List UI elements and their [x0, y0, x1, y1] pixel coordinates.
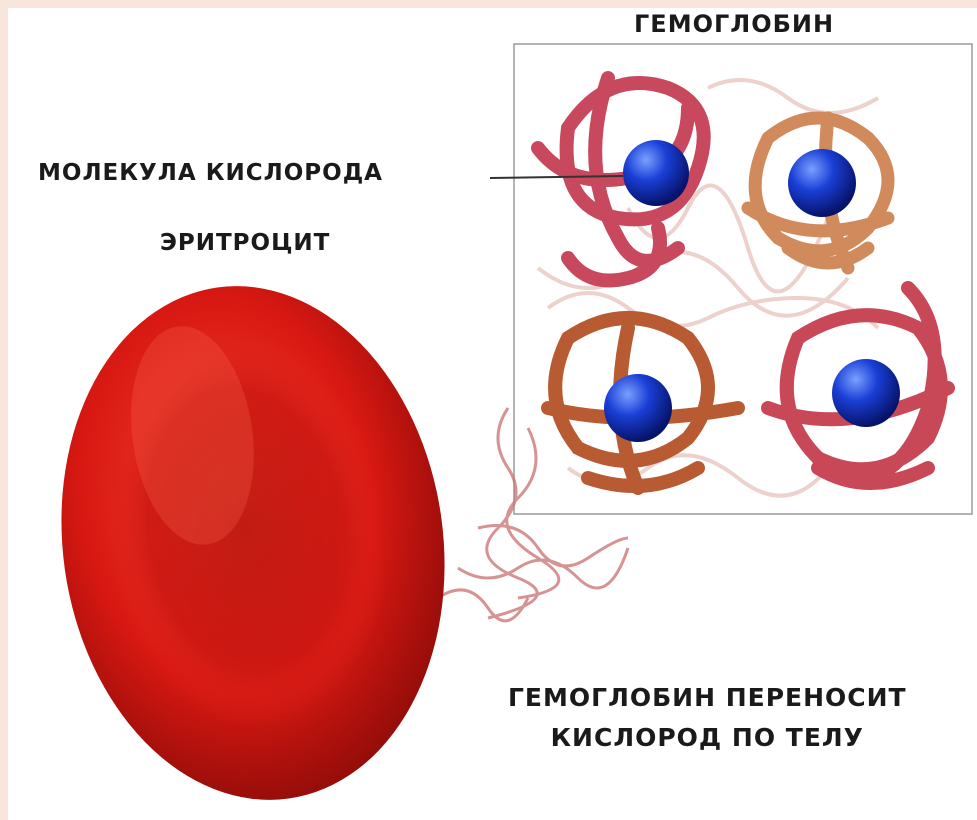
caption-line-2: КИСЛОРОД ПО ТЕЛУ — [508, 718, 907, 758]
oxygen-molecule — [623, 140, 689, 206]
oxygen-molecule — [832, 359, 900, 427]
erythrocyte-label: ЭРИТРОЦИТ — [160, 230, 330, 256]
erythrocyte — [29, 261, 477, 820]
hemoglobin-label: ГЕМОГЛОБИН — [634, 10, 834, 38]
oxygen-molecule-label: МОЛЕКУЛА КИСЛОРОДА — [38, 160, 383, 186]
caption: ГЕМОГЛОБИН ПЕРЕНОСИТ КИСЛОРОД ПО ТЕЛУ — [508, 678, 907, 758]
caption-line-1: ГЕМОГЛОБИН ПЕРЕНОСИТ — [508, 678, 907, 718]
oxygen-molecule — [788, 149, 856, 217]
diagram-canvas: ГЕМОГЛОБИН МОЛЕКУЛА КИСЛОРОДА ЭРИТРОЦИТ … — [8, 8, 977, 820]
oxygen-molecule — [604, 374, 672, 442]
